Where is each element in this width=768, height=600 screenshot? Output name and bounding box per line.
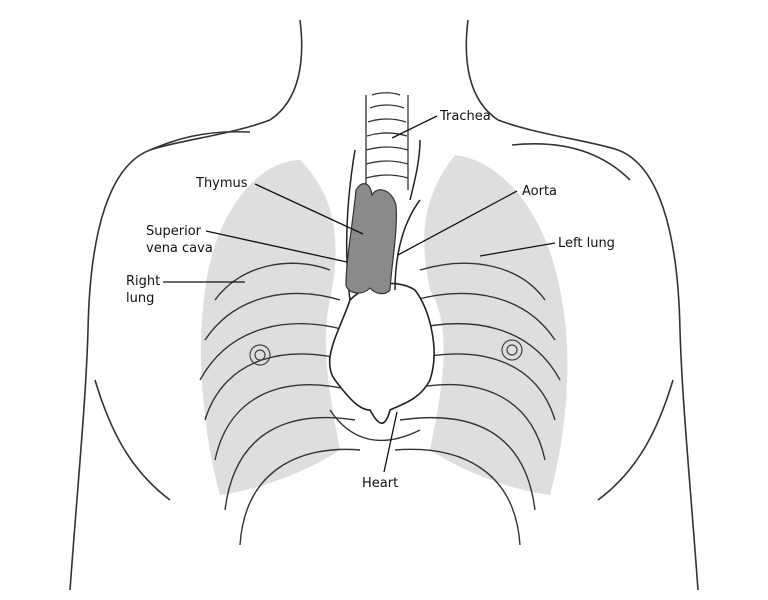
nipples [249,339,523,366]
label-right-lung-line2: lung [126,291,155,306]
trachea [365,92,409,190]
aorta [394,139,421,291]
body-outline [69,19,699,591]
label-right-lung-line1: Right [126,274,161,289]
label-heart: Heart [362,476,399,491]
leader-lines [163,115,556,473]
heart [328,282,435,424]
label-superior-vena-cava-line2: vena cava [146,241,213,256]
label-left-lung: Left lung [558,236,615,251]
label-trachea: Trachea [440,109,491,124]
thymus [345,183,397,295]
label-thymus: Thymus [196,176,248,191]
label-aorta: Aorta [522,184,558,199]
left-lung [424,155,568,495]
label-superior-vena-cava-line1: Superior [146,224,201,239]
